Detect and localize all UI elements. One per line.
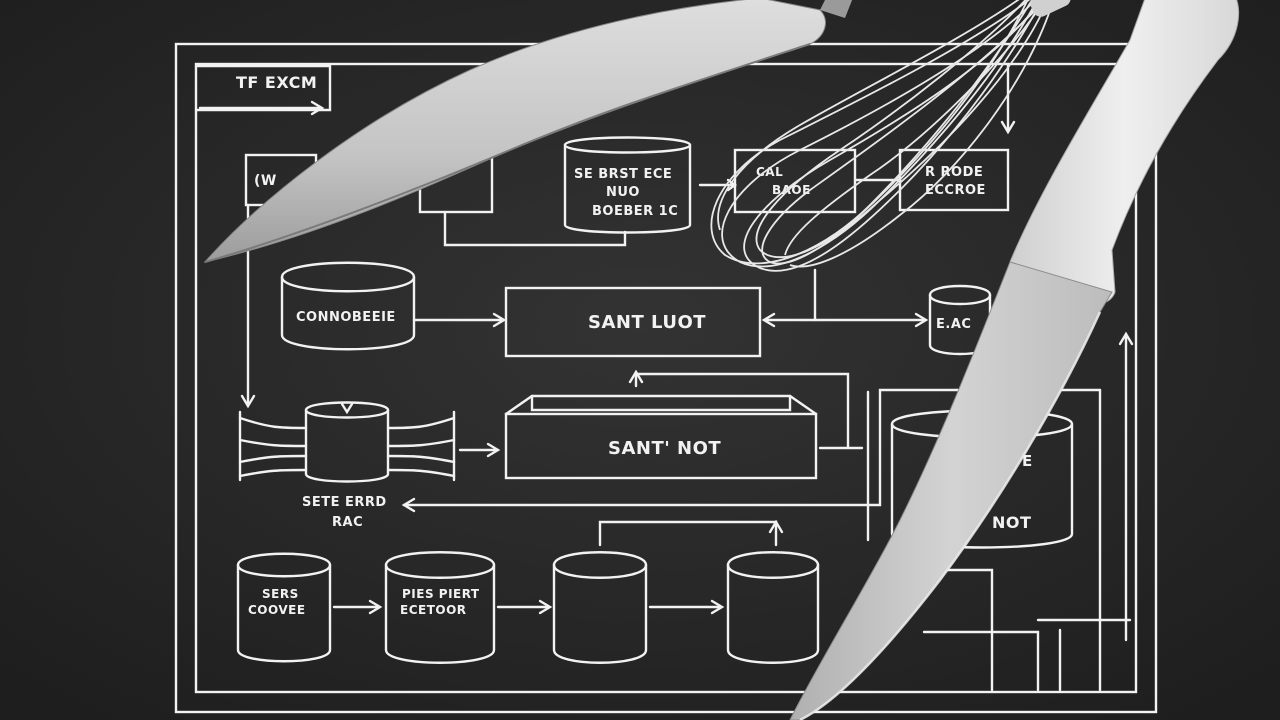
top-store-cylinder [563, 136, 692, 234]
title-box [194, 64, 332, 112]
middle-box [504, 394, 818, 480]
label-left-cylinder: CONNOBEEIE [296, 310, 396, 325]
label-top-store-1: SE BRST ECE [574, 167, 672, 182]
bottom-cylinder-1 [236, 552, 332, 663]
diagram-labels: TF EXCM (W SE BRST ECE NUO BOEBER 1C CAL… [236, 73, 1033, 617]
label-middle-box: SANT' NOT [608, 438, 721, 459]
bottom-cylinder-3 [552, 551, 648, 664]
label-caption-2: RAC [332, 515, 363, 530]
label-right-tank-top: E [1022, 452, 1033, 470]
whisk-handle [1030, 0, 1071, 17]
label-right-small-cyl: E.AC [936, 317, 971, 332]
label-bottom-cyl-2a: PIES PIERT [402, 587, 480, 601]
label-far-right-1: R RODE [925, 165, 983, 180]
chef-knife-right [789, 0, 1239, 720]
bottom-cylinder-4 [726, 551, 820, 664]
diagram-title: TF EXCM [236, 73, 317, 92]
label-bottom-cyl-1b: COOVEE [248, 603, 306, 617]
label-top-store-3: BOEBER 1C [592, 204, 678, 219]
chef-knife-left [203, 0, 853, 263]
whisk [710, 0, 1055, 272]
label-top-store-2: NUO [606, 185, 640, 200]
label-bottom-cyl-1a: SERS [262, 587, 299, 601]
bottom-cylinder-2 [384, 551, 496, 664]
left-cylinder [280, 261, 416, 351]
label-caption-1: SETE ERRD [302, 495, 387, 510]
label-center-box: SANT LUOT [588, 312, 706, 333]
spool-component [238, 401, 456, 483]
label-top-right-1: CAL [756, 165, 783, 179]
label-right-tank-bottom: NOT [992, 513, 1031, 532]
label-bottom-cyl-2b: ECETOOR [400, 603, 467, 617]
label-far-right-2: ECCROE [925, 183, 986, 198]
label-top-box-left: (W [254, 173, 277, 189]
center-box [504, 286, 762, 358]
